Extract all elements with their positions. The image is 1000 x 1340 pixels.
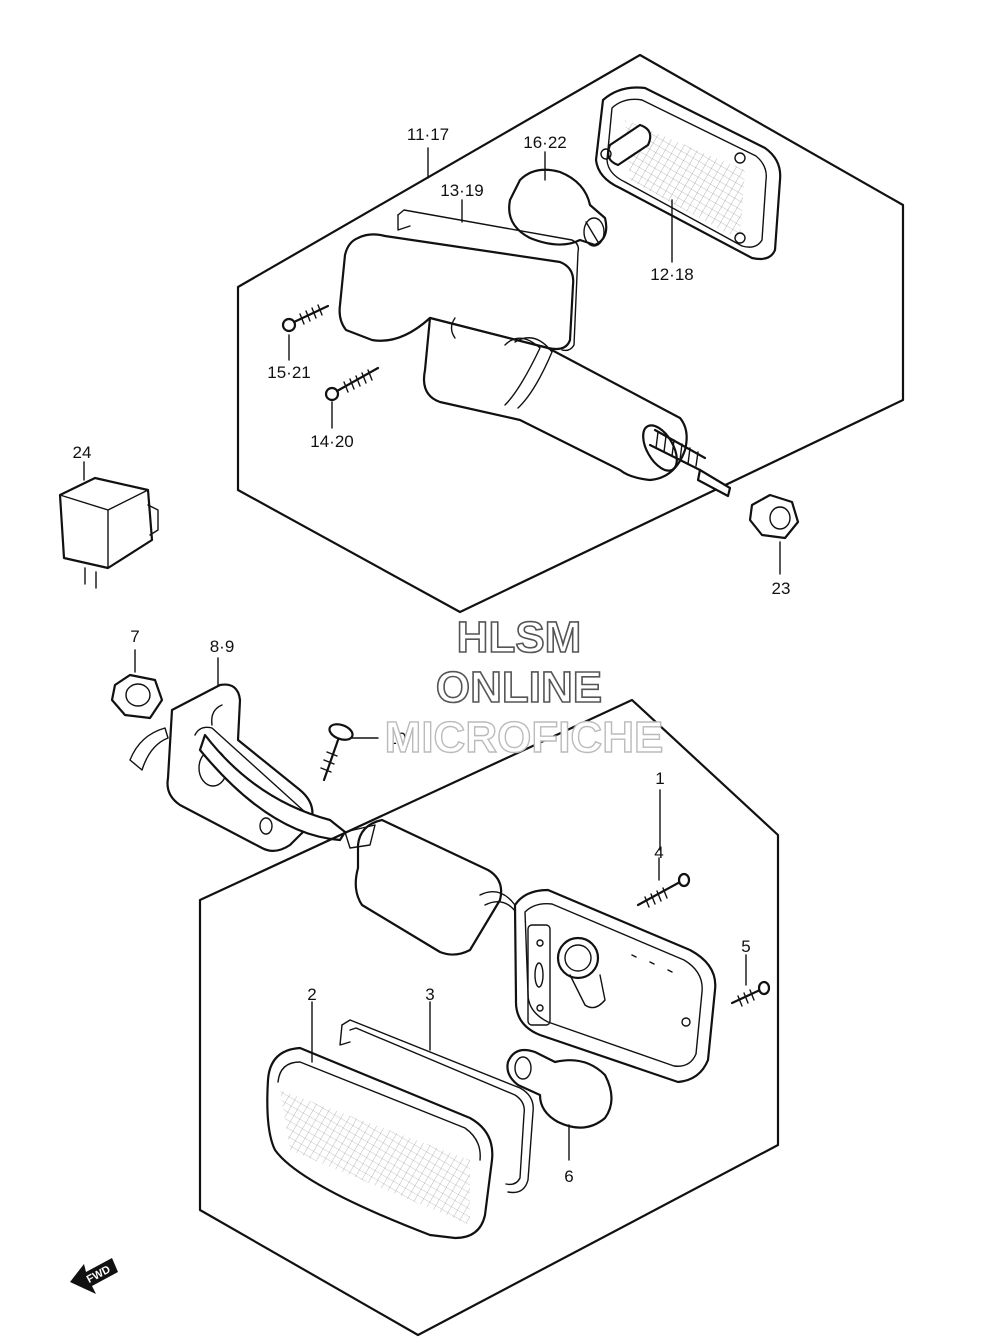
bracket-8-9 [129, 657, 347, 852]
watermark-line-3: MICROFICHE [385, 713, 664, 762]
screw-5 [730, 954, 771, 1007]
watermark: HLSM ONLINE MICROFICHE [384, 612, 664, 763]
callout-3: 3 [425, 985, 434, 1004]
fwd-arrow: FWD [70, 1258, 118, 1294]
callout-14-20: 14·20 [310, 432, 353, 451]
relay-24 [58, 461, 159, 589]
callout-23: 23 [772, 579, 791, 598]
callout-12-18: 12·18 [650, 265, 693, 284]
callout-11-17: 11·17 [407, 125, 449, 144]
upper-assembly-outline [236, 53, 905, 614]
callout-5: 5 [741, 937, 750, 956]
callout-7: 7 [130, 627, 139, 646]
callout-10: 10 [388, 729, 407, 748]
fwd-arrow-icon [70, 1258, 118, 1294]
callout-16-22: 16·22 [523, 133, 566, 152]
callout-15-21: 15·21 [267, 363, 310, 382]
bulb-6 [506, 1048, 613, 1161]
rear-turn-signal-assembly [236, 53, 905, 614]
callout-labels: 11·17 16·22 13·19 12·18 15·21 14·20 24 2… [73, 125, 791, 1186]
gasket-13-19 [397, 209, 580, 352]
callout-24: 24 [73, 443, 92, 462]
callout-4: 4 [654, 843, 663, 862]
gasket-3 [339, 1001, 534, 1194]
screw-4 [636, 857, 691, 908]
callout-6: 6 [564, 1167, 573, 1186]
watermark-line-2: ONLINE [436, 663, 602, 712]
lower-assembly-outline [198, 698, 780, 1337]
watermark-line-1: HLSM [457, 613, 582, 662]
bulb-16-22 [508, 168, 608, 247]
screw-15-21 [281, 304, 330, 333]
lens-12-18 [594, 86, 782, 261]
front-turn-signal-assembly [198, 698, 780, 1337]
screw-10 [320, 723, 379, 782]
callout-2: 2 [307, 985, 316, 1004]
nut-7 [110, 649, 164, 720]
screw-14-20 [324, 366, 380, 402]
callout-8-9: 8·9 [210, 637, 235, 656]
fwd-label: FWD [85, 1264, 113, 1286]
housing-1 [344, 789, 717, 1084]
housing-11-17 [338, 233, 732, 498]
nut-23 [748, 493, 800, 540]
callout-1: 1 [655, 769, 664, 788]
lens-2 [266, 1001, 494, 1240]
callout-13-19: 13·19 [440, 181, 483, 200]
